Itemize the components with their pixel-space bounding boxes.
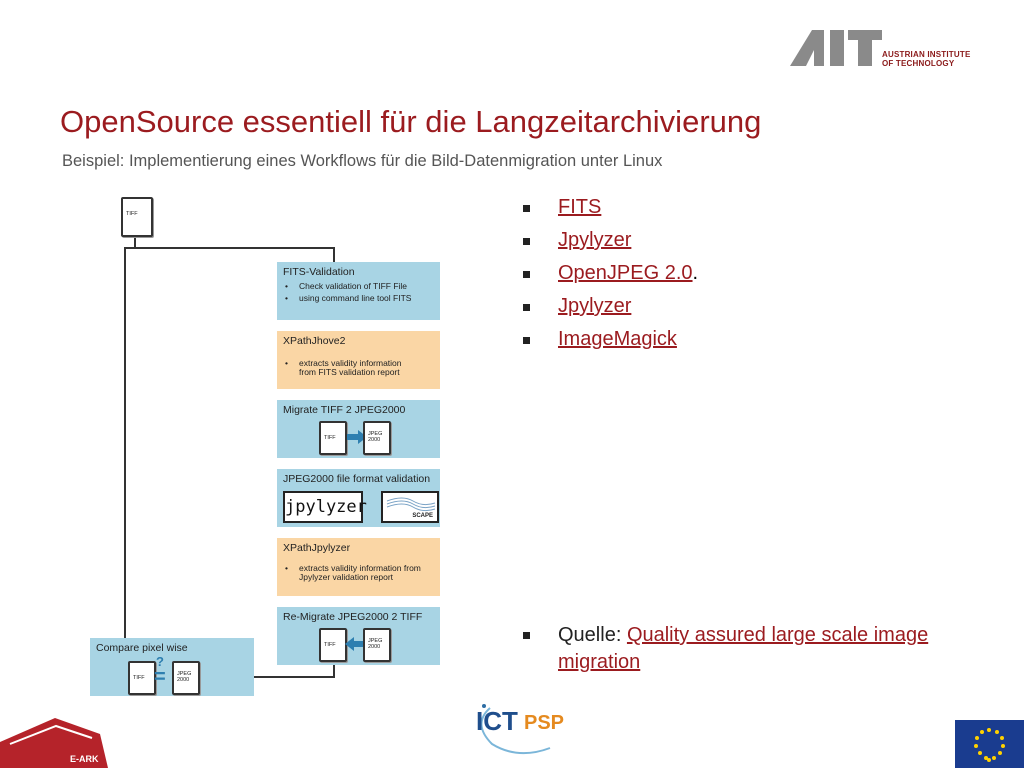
start-doc-label: TIFF — [126, 211, 138, 217]
jpeg2000-document-icon: JPEG 2000 — [363, 628, 391, 662]
connector-top-horizontal — [134, 247, 334, 249]
logo-text-line1: AUSTRIAN INSTITUTE — [882, 50, 971, 59]
logo-text-line2: OF TECHNOLOGY — [882, 59, 955, 68]
scape-logo: SCAPE — [381, 491, 439, 523]
doc-label: JPEG 2000 — [368, 431, 383, 443]
ict-text: ICT — [476, 706, 518, 736]
list-item: Jpylyzer — [520, 229, 698, 262]
arrow-right-icon — [347, 430, 367, 444]
source-link[interactable]: Quality assured large scale image migrat… — [558, 624, 929, 673]
step-bullet: using command line tool FITS — [283, 294, 411, 304]
step-title: Migrate TIFF 2 JPEG2000 — [283, 404, 406, 416]
tiff-document-icon: TIFF — [121, 197, 153, 237]
step-xpathjpylyzer: XPathJpylyzer extracts validity informat… — [277, 538, 440, 596]
step-fits-validation: FITS-Validation Check validation of TIFF… — [277, 262, 440, 320]
jpeg2000-document-icon: JPEG 2000 — [363, 421, 391, 455]
equals-sign: = — [154, 666, 166, 688]
step-compare-pixel-wise: Compare pixel wise TIFF ? = JPEG 2000 — [90, 638, 254, 696]
doc-label: JPEG 2000 — [368, 638, 383, 650]
page-title: OpenSource essentiell für die Langzeitar… — [60, 104, 762, 139]
source-label: Quelle: — [558, 624, 627, 646]
connector-bottom-down — [333, 665, 335, 677]
connector-start-vertical — [134, 236, 136, 248]
scape-logo-text: SCAPE — [412, 513, 433, 519]
wave-lines-icon — [386, 497, 436, 512]
tool-link-openjpeg[interactable]: OpenJPEG 2.0 — [558, 262, 693, 284]
tool-link-fits[interactable]: FITS — [558, 196, 602, 218]
list-item: FITS — [520, 196, 698, 229]
tool-link-imagemagick[interactable]: ImageMagick — [558, 328, 677, 350]
step-title: XPathJhove2 — [283, 335, 346, 347]
step-title: JPEG2000 file format validation — [283, 473, 431, 485]
ictpsp-swoosh-icon — [480, 704, 551, 755]
eu-flag-icon — [955, 720, 1024, 768]
connector-top-down — [333, 247, 335, 263]
question-mark: ? — [156, 654, 164, 669]
doc-label: TIFF — [324, 642, 336, 648]
step-title: Compare pixel wise — [96, 642, 188, 654]
connector-left-vertical — [124, 248, 126, 638]
tool-link-jpylyzer[interactable]: Jpylyzer — [558, 229, 632, 251]
ait-logo — [790, 30, 882, 66]
tool-suffix: . — [692, 262, 699, 284]
connector-left-top — [124, 247, 135, 249]
step-bullet: extracts validity information from Jpyly… — [283, 564, 423, 582]
tiff-document-icon: TIFF — [128, 661, 156, 695]
arrow-left-icon — [345, 637, 365, 651]
step-jpeg2000-validation: JPEG2000 file format validation jpylyzer… — [277, 469, 440, 527]
step-title: XPathJpylyzer — [283, 542, 351, 554]
jpylyzer-logo: jpylyzer — [283, 491, 367, 523]
tiff-document-icon: TIFF — [319, 421, 347, 455]
doc-label: JPEG 2000 — [177, 671, 192, 683]
page-subtitle: Beispiel: Implementierung eines Workflow… — [62, 152, 663, 170]
list-item: ImageMagick — [520, 328, 698, 361]
step-xpathjhove2: XPathJhove2 extracts validity informatio… — [277, 331, 440, 389]
step-title: FITS-Validation — [283, 266, 355, 278]
step-migrate-tiff-jpeg2000: Migrate TIFF 2 JPEG2000 TIFF JPEG 2000 — [277, 400, 440, 458]
tool-link-jpylyzer-2[interactable]: Jpylyzer — [558, 295, 632, 317]
jpeg2000-document-icon: JPEG 2000 — [172, 661, 200, 695]
step-title: Re-Migrate JPEG2000 2 TIFF — [283, 611, 423, 623]
step-remigrate-jpeg2000-tiff: Re-Migrate JPEG2000 2 TIFF TIFF JPEG 200… — [277, 607, 440, 665]
doc-label: TIFF — [133, 675, 145, 681]
e-ark-logo-text: E-ARK — [70, 754, 99, 764]
ictpsp-logo: ICT PSP — [470, 698, 570, 758]
doc-label: TIFF — [324, 435, 336, 441]
psp-text: PSP — [524, 712, 565, 734]
jpylyzer-logo-text: jpylyzer — [285, 497, 367, 517]
ait-logo-text: AUSTRIAN INSTITUTE OF TECHNOLOGY — [882, 50, 971, 68]
step-bullet: Check validation of TIFF File — [283, 282, 411, 292]
tiff-document-icon: TIFF — [319, 628, 347, 662]
source-citation: Quelle: Quality assured large scale imag… — [520, 622, 940, 676]
list-item: OpenJPEG 2.0. — [520, 262, 698, 295]
list-item: Jpylyzer — [520, 295, 698, 328]
tools-list: FITS Jpylyzer OpenJPEG 2.0. Jpylyzer Ima… — [520, 196, 698, 361]
connector-bottom-horizontal — [254, 676, 335, 678]
e-ark-logo — [0, 718, 108, 768]
step-bullet: extracts validity information from FITS … — [283, 359, 413, 377]
